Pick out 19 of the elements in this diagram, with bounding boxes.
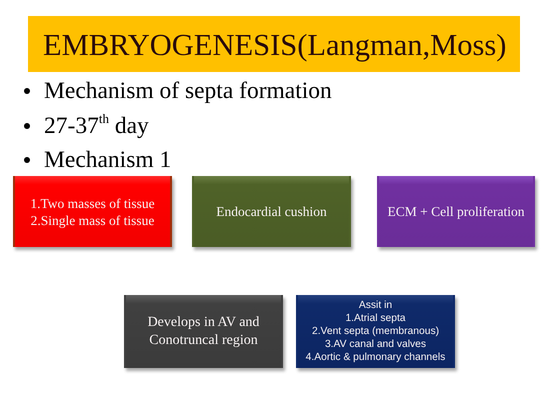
bullet-text: Mechanism 1: [44, 147, 172, 173]
list-item: 4.Aortic & pulmonary channels: [306, 351, 446, 364]
box-text: ECM + Cell proliferation: [388, 203, 524, 220]
box-text: Develops in AV and Conotruncal region: [146, 314, 260, 349]
info-box: [13, 176, 172, 247]
slide-title: EMBRYOGENESIS(Langman,Moss): [28, 16, 520, 72]
box-heading: Assit in: [358, 299, 392, 312]
list-item: 3.AV canal and valves: [324, 338, 426, 351]
list-item: 1.Atrial septa: [345, 312, 406, 325]
info-box: [377, 176, 535, 247]
bullet-text: 27-37$^{th}$ day: [44, 113, 149, 139]
info-box: [296, 295, 455, 368]
box-text: Endocardial cushion: [216, 203, 327, 220]
info-box: [124, 295, 283, 368]
list-item: 2.Vent septa (membranous): [312, 325, 440, 338]
list-item: 1.Two masses of tissue: [30, 194, 155, 212]
bullet-text: Mechanism of septa formation: [44, 78, 332, 104]
list-item: 2.Single mass of tissue: [30, 212, 154, 228]
info-box: [192, 176, 351, 247]
